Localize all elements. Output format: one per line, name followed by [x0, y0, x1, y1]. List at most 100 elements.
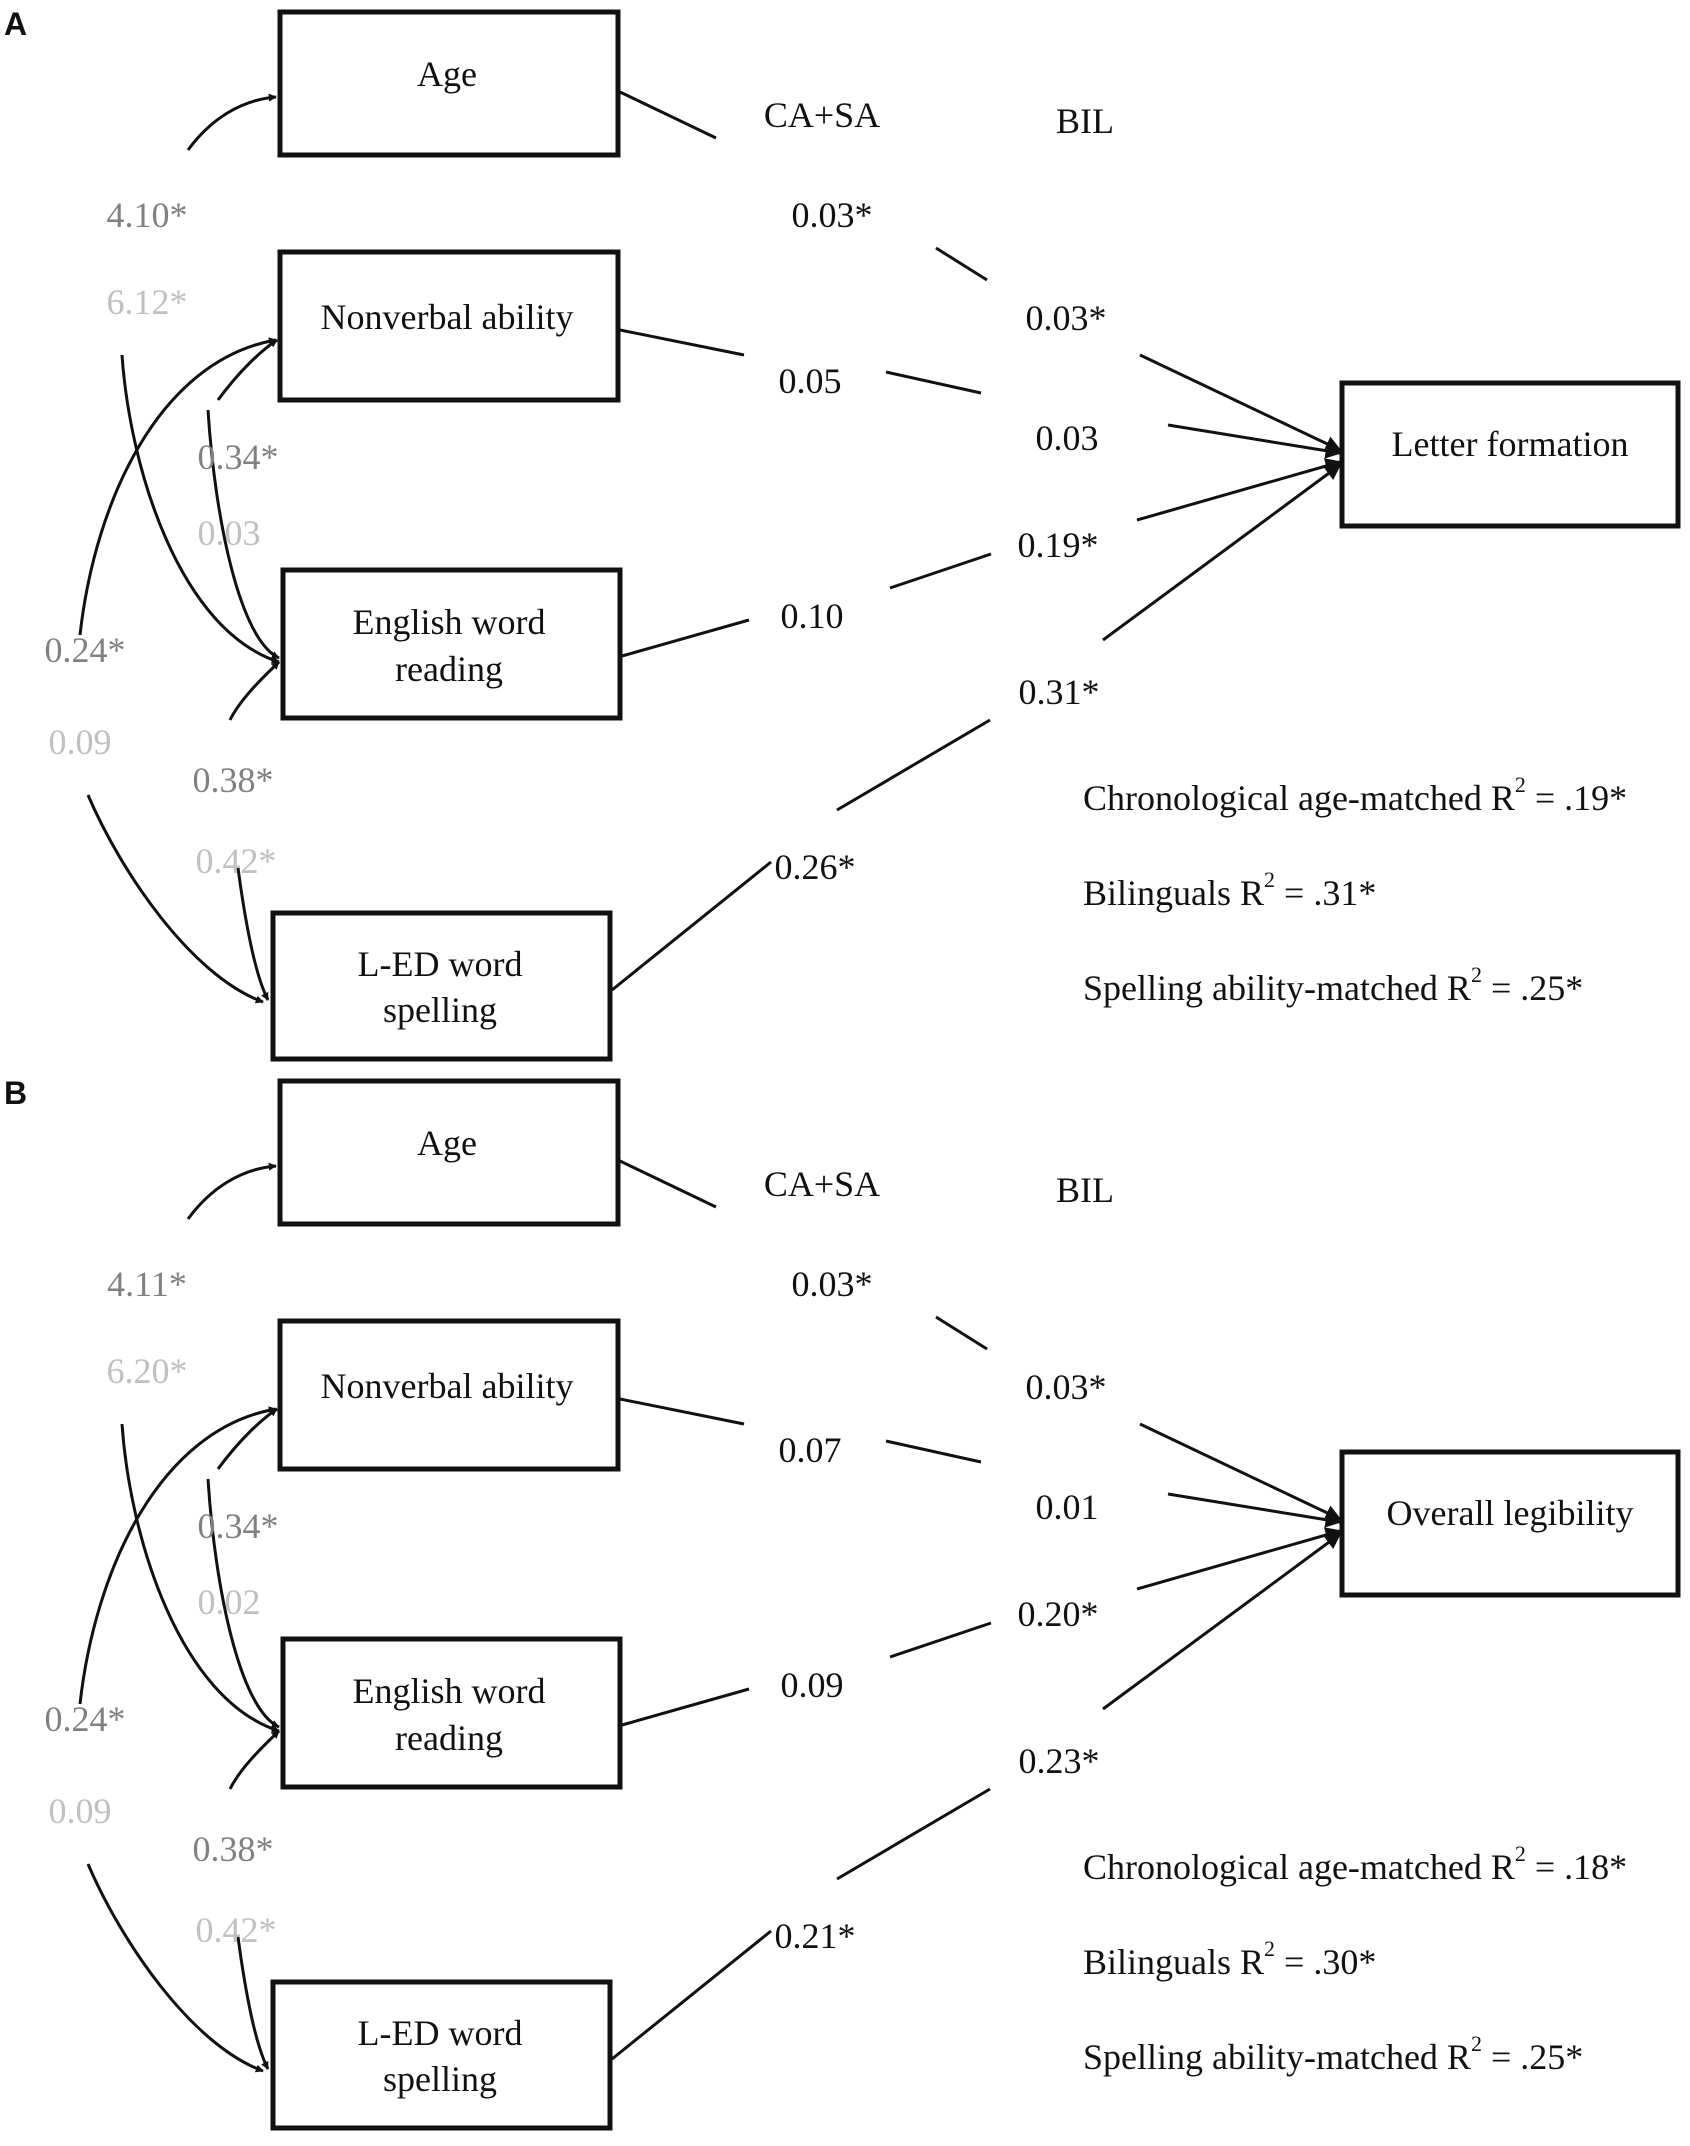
age-nonverbal-arc-top: [186, 1162, 277, 1220]
corr-nonverbal-spelling-1: 0.24*: [45, 630, 126, 670]
corr-nonverbal-spelling-2: 0.09: [49, 1791, 112, 1831]
nonverbal-path-seg2: [885, 370, 982, 395]
r-squared-label: Spelling ability-matched R: [1083, 2037, 1471, 2077]
reading-path-arrow: [1136, 458, 1342, 522]
outcome-box: [1339, 380, 1681, 529]
nonverbal-spelling-arc: [78, 337, 277, 636]
nonverbal-spelling-arc-low: [86, 794, 264, 1004]
reading-path-seg1: [621, 1687, 750, 1727]
coef-reading-bil: 0.20*: [1018, 1594, 1099, 1634]
nonverbal-reading-arc-main: [206, 409, 280, 660]
corr-age-nonverbal-1: 4.10*: [107, 195, 188, 235]
english-word-reading-label-line2: reading: [395, 649, 503, 689]
reading-spelling-arc-low: [236, 1936, 270, 2070]
age-box: [277, 9, 621, 158]
coef-reading-ca-sa: 0.10: [781, 596, 844, 636]
age-box: [277, 1078, 621, 1227]
english-word-reading-label-line1: English word: [353, 1671, 546, 1711]
r-squared-label: Chronological age-matched R: [1083, 1847, 1515, 1887]
english-word-reading-box: [280, 567, 623, 721]
bil-header: BIL: [1056, 101, 1114, 141]
r-squared-value: = .18*: [1526, 1847, 1627, 1887]
corr-nonverbal-spelling-1: 0.24*: [45, 1699, 126, 1739]
nonverbal-ability-box: [277, 1318, 621, 1472]
r-squared-superscript: 2: [1264, 1936, 1275, 1961]
r-squared-superscript: 2: [1515, 1841, 1526, 1866]
r-squared-label: Chronological age-matched R: [1083, 778, 1515, 818]
coef-reading-bil: 0.19*: [1018, 525, 1099, 565]
reading-spelling-arc-low: [236, 867, 270, 1001]
panel-label: A: [4, 6, 27, 42]
led-word-spelling-label-line2: spelling: [383, 990, 497, 1030]
r-squared-value: = .25*: [1482, 2037, 1583, 2077]
reading-path-arrow: [1136, 1527, 1342, 1591]
r-squared-2: Bilinguals R2 = .31*: [1083, 867, 1376, 913]
corr-reading-spelling-1: 0.38*: [193, 760, 274, 800]
corr-nonverbal-spelling-2: 0.09: [49, 722, 112, 762]
coef-nonverbal-bil: 0.01: [1036, 1487, 1099, 1527]
age-reading-arc: [120, 1423, 280, 1733]
coef-spelling-bil: 0.31*: [1019, 672, 1100, 712]
corr-reading-spelling-2: 0.42*: [196, 1910, 277, 1950]
age-path-arrow: [1139, 1422, 1342, 1521]
corr-nonverbal-reading-2: 0.03: [198, 513, 261, 553]
reading-path-seg2: [889, 1621, 992, 1659]
led-word-spelling-box: [270, 910, 613, 1062]
led-word-spelling-label-line1: L-ED word: [358, 2013, 523, 2053]
coef-age-bil: 0.03*: [1026, 298, 1107, 338]
corr-age-nonverbal-1: 4.11*: [107, 1264, 187, 1304]
age-label: Age: [417, 1123, 477, 1163]
english-word-reading-label-line1: English word: [353, 602, 546, 642]
r-squared-value: = .19*: [1526, 778, 1627, 818]
led-word-spelling-label-line1: L-ED word: [358, 944, 523, 984]
age-path-seg2: [935, 246, 988, 282]
coef-age-ca-sa: 0.03*: [792, 1264, 873, 1304]
age-nonverbal-arc-top: [186, 93, 277, 151]
outcome-label: Overall legibility: [1387, 1493, 1634, 1533]
nonverbal-ability-label: Nonverbal ability: [321, 297, 574, 337]
nonverbal-path-arrow: [1167, 423, 1342, 459]
age-path-seg2: [935, 1315, 988, 1351]
panel-label: B: [4, 1075, 27, 1111]
r-squared-1: Chronological age-matched R2 = .18*: [1083, 1841, 1627, 1887]
age-path-seg1: [619, 1159, 717, 1209]
spelling-path-seg2: [836, 718, 991, 812]
corr-nonverbal-reading-1: 0.34*: [198, 437, 279, 477]
coef-spelling-ca-sa: 0.21*: [775, 1916, 856, 1956]
nonverbal-path-seg1: [619, 1397, 745, 1426]
coef-nonverbal-bil: 0.03: [1036, 418, 1099, 458]
nonverbal-ability-box: [277, 249, 621, 403]
ca-sa-header: CA+SA: [764, 1164, 880, 1204]
corr-reading-spelling-1: 0.38*: [193, 1829, 274, 1869]
corr-nonverbal-reading-1: 0.34*: [198, 1506, 279, 1546]
age-reading-arc: [120, 354, 280, 664]
reading-spelling-arc-top: [228, 1729, 281, 1790]
reading-path-seg2: [889, 552, 992, 590]
reading-path-seg1: [621, 618, 750, 658]
coef-age-bil: 0.03*: [1026, 1367, 1107, 1407]
reading-spelling-arc-top: [228, 660, 281, 721]
r-squared-superscript: 2: [1471, 2031, 1482, 2056]
spelling-path-seg1: [611, 860, 772, 992]
coef-spelling-ca-sa: 0.26*: [775, 847, 856, 887]
ca-sa-header: CA+SA: [764, 95, 880, 135]
spelling-path-seg1: [611, 1929, 772, 2061]
r-squared-label: Bilinguals R: [1083, 873, 1264, 913]
english-word-reading-box: [280, 1636, 623, 1790]
outcome-label: Letter formation: [1392, 424, 1629, 464]
corr-reading-spelling-2: 0.42*: [196, 841, 277, 881]
r-squared-label: Spelling ability-matched R: [1083, 968, 1471, 1008]
r-squared-value: = .25*: [1482, 968, 1583, 1008]
led-word-spelling-box: [270, 1979, 613, 2131]
r-squared-superscript: 2: [1515, 772, 1526, 797]
coef-spelling-bil: 0.23*: [1019, 1741, 1100, 1781]
r-squared-2: Bilinguals R2 = .30*: [1083, 1936, 1376, 1982]
spelling-path-seg2: [836, 1787, 991, 1881]
coef-reading-ca-sa: 0.09: [781, 1665, 844, 1705]
nonverbal-path-seg1: [619, 328, 745, 357]
